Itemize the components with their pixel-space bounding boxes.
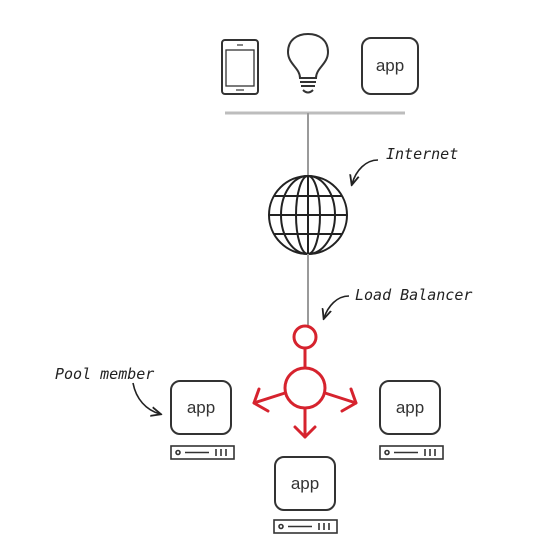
pool-member-right: app — [379, 380, 444, 460]
tablet-icon — [221, 39, 259, 95]
pool-member-left: app — [170, 380, 235, 460]
server-icon — [379, 445, 444, 460]
svg-text:app: app — [376, 56, 404, 75]
server-icon — [170, 445, 235, 460]
pool-member-bottom: app — [273, 456, 338, 534]
svg-text:app: app — [291, 474, 319, 493]
svg-text:app: app — [187, 398, 215, 417]
pool-member-arrow — [132, 382, 160, 414]
svg-text:app: app — [396, 398, 424, 417]
app-icon: app — [361, 37, 419, 95]
globe-icon — [268, 175, 348, 255]
internet-arrow — [352, 159, 379, 184]
load-balancer-arrow — [324, 295, 350, 318]
server-icon — [273, 519, 338, 534]
load-balancer-icon — [252, 324, 358, 439]
pool-member-label: Pool member — [55, 365, 154, 383]
lightbulb-icon — [286, 32, 330, 94]
load-balancer-label: Load Balancer — [355, 286, 472, 304]
internet-label: Internet — [386, 145, 458, 163]
